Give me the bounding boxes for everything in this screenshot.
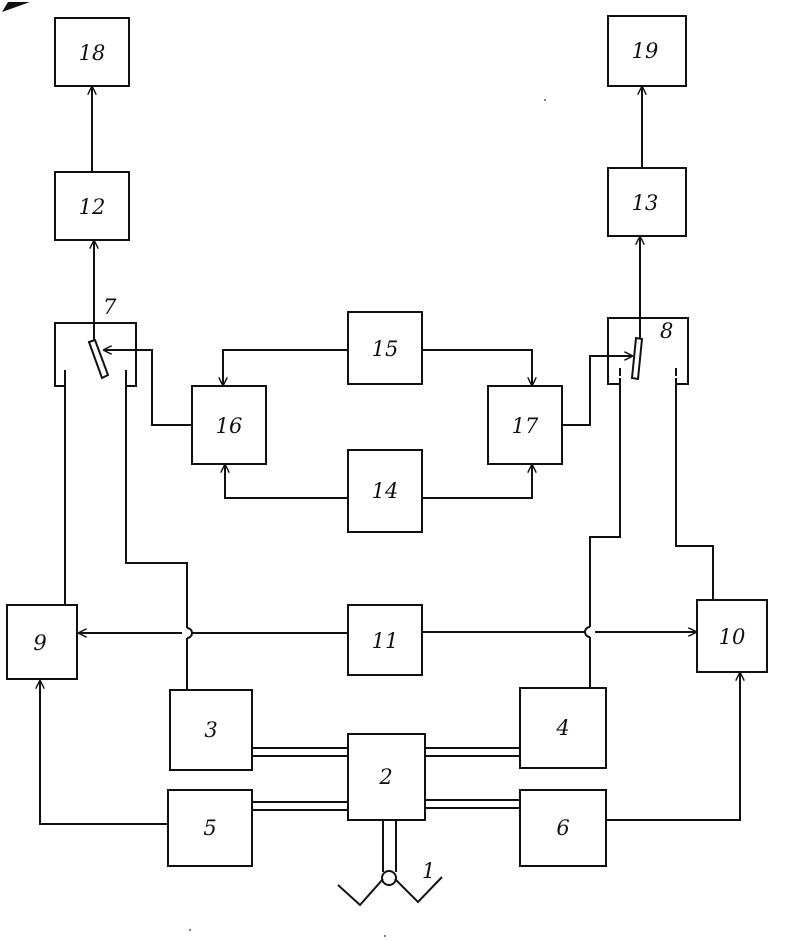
- svg-text:15: 15: [372, 337, 399, 361]
- switch-8: 8: [608, 318, 688, 384]
- block-17: 17: [488, 386, 562, 464]
- svg-text:1: 1: [422, 859, 435, 883]
- block-14: 14: [348, 450, 422, 532]
- svg-text:7: 7: [103, 295, 117, 319]
- block-16: 16: [192, 386, 266, 464]
- element-1: 1: [338, 820, 442, 905]
- svg-text:4: 4: [555, 716, 569, 740]
- block-11: 11: [348, 605, 422, 675]
- svg-text:5: 5: [203, 816, 216, 840]
- svg-text:16: 16: [216, 414, 243, 438]
- svg-text:3: 3: [204, 718, 217, 742]
- block-18: 18: [55, 18, 129, 86]
- corner-mark: [2, 2, 30, 12]
- block-3: 3: [170, 690, 252, 770]
- block-10: 10: [697, 600, 767, 672]
- block-5: 5: [168, 790, 252, 866]
- block-4: 4: [520, 688, 606, 768]
- block-15: 15: [348, 312, 422, 384]
- svg-text:18: 18: [79, 41, 106, 65]
- block-6: 6: [520, 790, 606, 866]
- block-19: 19: [608, 16, 686, 86]
- block-13: 13: [608, 168, 686, 236]
- svg-text:10: 10: [719, 625, 746, 649]
- svg-text:17: 17: [512, 414, 539, 438]
- svg-text:8: 8: [660, 319, 673, 343]
- svg-text:14: 14: [372, 479, 399, 503]
- svg-text:11: 11: [372, 629, 399, 653]
- svg-text:6: 6: [556, 816, 569, 840]
- block-2: 2: [348, 734, 425, 820]
- svg-text:19: 19: [632, 39, 659, 63]
- block-12: 12: [55, 172, 129, 240]
- svg-text:13: 13: [632, 191, 659, 215]
- block-9: 9: [7, 605, 77, 679]
- svg-text:12: 12: [79, 195, 106, 219]
- svg-text:9: 9: [33, 631, 46, 655]
- switch-7: 7: [55, 295, 136, 386]
- svg-text:2: 2: [378, 765, 392, 789]
